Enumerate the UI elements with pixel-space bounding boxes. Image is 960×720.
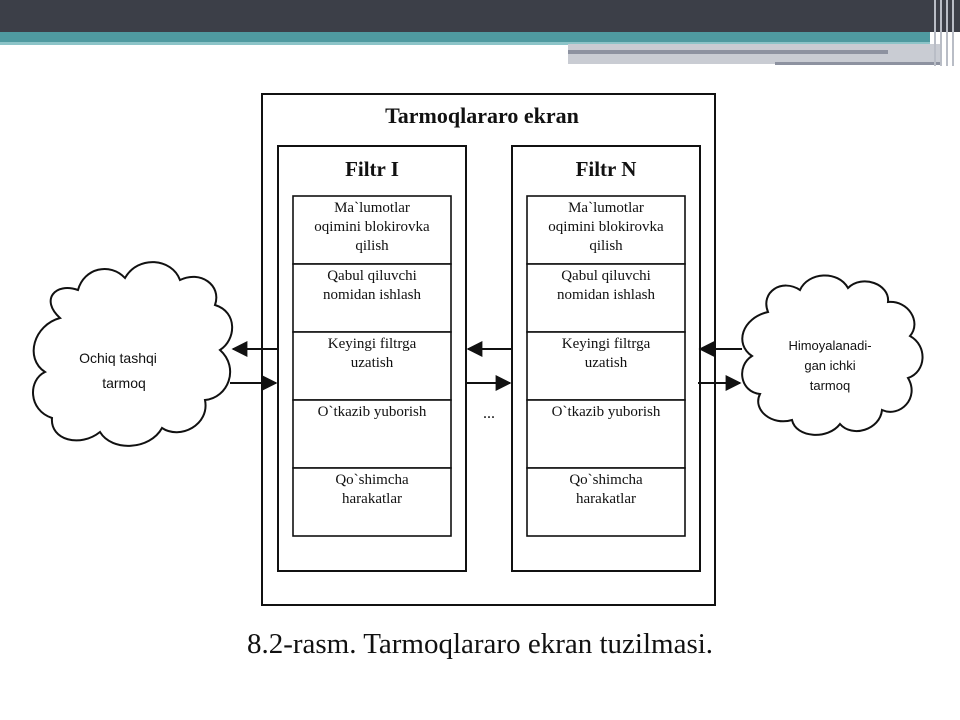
filter-rule-cell bbox=[292, 263, 452, 333]
firewall-title: Tarmoqlararo ekran bbox=[385, 103, 579, 128]
slide-decor-block bbox=[568, 44, 940, 64]
filter-rule-text: uzatish bbox=[585, 355, 628, 371]
filter-rule-cell bbox=[526, 467, 686, 537]
filter-rule-text: nomidan ishlash bbox=[557, 287, 655, 303]
figure-caption: 8.2-rasm. Tarmoqlararo ekran tuzilmasi. bbox=[246, 628, 714, 660]
filter-rule-text: O`tkazib yuborish bbox=[552, 404, 661, 420]
filter-box-last: Filtr N Ma`lumotlar oqimini blokirovka qili… bbox=[511, 145, 701, 572]
filter-title: Filtr I bbox=[345, 157, 399, 181]
filter-rule-text: uzatish bbox=[351, 355, 394, 371]
filter-rule-text: Qo`shimcha bbox=[569, 472, 643, 488]
filter-rule-text: Ma`lumotlar bbox=[334, 200, 410, 216]
filter-rule-text: harakatlar bbox=[342, 491, 402, 507]
filter-rule-text: qilish bbox=[355, 238, 389, 254]
right-cloud-label-3: tarmoq bbox=[810, 378, 850, 393]
filter-rule-cell bbox=[292, 399, 452, 469]
slide-accent-stripe bbox=[0, 32, 930, 42]
filter-rule-text: oqimini blokirovka bbox=[548, 219, 664, 235]
filter-rule-text: qilish bbox=[589, 238, 623, 254]
filter-rule-text: Keyingi filtrga bbox=[328, 336, 417, 352]
slide-decor-bars bbox=[930, 0, 960, 66]
filter-box-first: Filtr I Ma`lumotlar oqimini blokirovka qili… bbox=[277, 145, 467, 572]
left-cloud-label-1: Ochiq tashqi bbox=[79, 350, 157, 366]
filter-rule-text: harakatlar bbox=[576, 491, 636, 507]
left-cloud-label-2: tarmoq bbox=[102, 375, 146, 391]
filter-frame bbox=[277, 145, 467, 572]
filter-rule-text: nomidan ishlash bbox=[323, 287, 421, 303]
slide-decor-line bbox=[775, 62, 940, 65]
filter-rule-cell bbox=[526, 195, 686, 265]
filter-frame bbox=[511, 145, 701, 572]
slide-decor-line bbox=[568, 50, 888, 54]
filter-rule-text: Qabul qiluvchi bbox=[327, 268, 417, 284]
filter-rule-text: Qo`shimcha bbox=[335, 472, 409, 488]
right-cloud-label-2: gan ichki bbox=[804, 358, 855, 373]
filter-title: Filtr N bbox=[576, 157, 637, 181]
filter-rule-cell bbox=[292, 467, 452, 537]
filter-rule-text: Ma`lumotlar bbox=[568, 200, 644, 216]
filter-rule-cell bbox=[292, 195, 452, 265]
left-cloud-shape bbox=[32, 261, 234, 447]
right-cloud-label-1: Himoyalanadi- bbox=[788, 338, 871, 353]
filters-ellipsis: ... bbox=[483, 405, 495, 422]
filter-rule-text: Qabul qiluvchi bbox=[561, 268, 651, 284]
filter-rule-cell bbox=[526, 263, 686, 333]
filter-rule-text: O`tkazib yuborish bbox=[318, 404, 427, 420]
filter-rule-text: oqimini blokirovka bbox=[314, 219, 430, 235]
filter-rule-cell bbox=[526, 399, 686, 469]
slide-accent-stripe-thin bbox=[0, 42, 930, 45]
filter-rule-text: Keyingi filtrga bbox=[562, 336, 651, 352]
slide-top-bar bbox=[0, 0, 960, 32]
right-cloud-shape bbox=[741, 274, 924, 436]
filters-layer: Filtr I Ma`lumotlar oqimini blokirovka qili… bbox=[277, 145, 701, 572]
